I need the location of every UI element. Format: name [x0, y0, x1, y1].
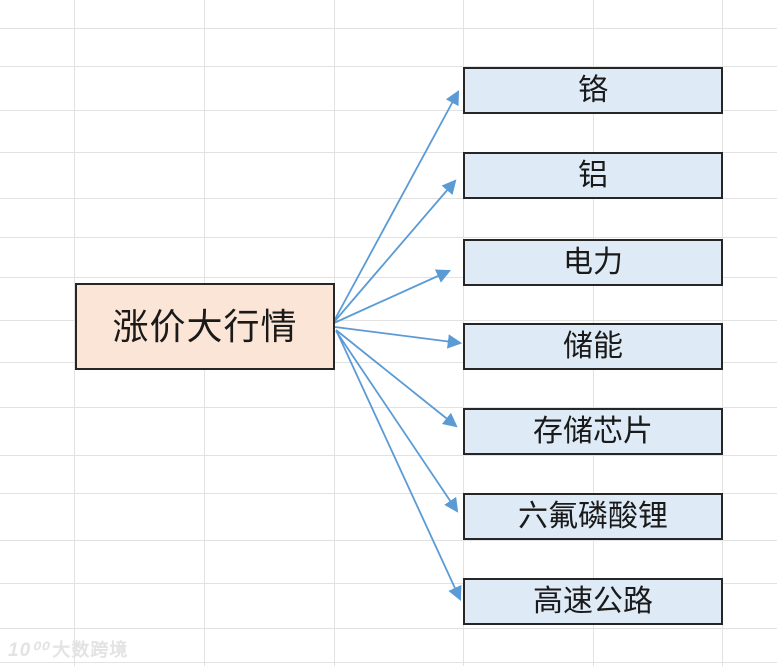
gridline	[0, 110, 777, 111]
diagram-node-lithium-hexafluorophosphate[interactable]: 六氟磷酸锂	[463, 493, 723, 540]
watermark-text: 大数跨境	[52, 640, 129, 660]
diagram-node-root[interactable]: 涨价大行情	[75, 283, 335, 370]
root-node-label: 涨价大行情	[112, 306, 298, 347]
gridline	[0, 152, 777, 153]
node-label: 铝	[578, 158, 608, 192]
gridline	[0, 277, 777, 278]
node-label: 铬	[578, 73, 608, 107]
gridline	[0, 237, 777, 238]
node-label: 储能	[563, 329, 623, 363]
arrow-connector-2	[333, 179, 457, 323]
arrow-connector-5	[335, 329, 458, 428]
node-label: 存储芯片	[533, 414, 653, 448]
gridline	[0, 662, 777, 663]
diagram-node-energy-storage[interactable]: 储能	[463, 323, 723, 370]
node-label: 六氟磷酸锂	[518, 499, 668, 533]
diagram-node-aluminum[interactable]: 铝	[463, 152, 723, 199]
gridline	[0, 540, 777, 541]
gridline	[0, 66, 777, 67]
gridline	[74, 0, 75, 666]
gridline	[0, 320, 777, 321]
diagram-node-expressway[interactable]: 高速公路	[463, 578, 723, 625]
arrow-connector-6	[335, 330, 459, 513]
node-label: 电力	[563, 245, 623, 279]
gridline	[0, 198, 777, 199]
arrow-connector-4	[334, 326, 463, 349]
watermark-logo-icon: 10⁰⁰	[8, 640, 49, 661]
node-label: 高速公路	[533, 584, 653, 618]
gridline	[0, 583, 777, 584]
diagram-node-memory-chips[interactable]: 存储芯片	[463, 408, 723, 455]
gridline	[0, 455, 777, 456]
gridline	[0, 28, 777, 29]
diagram-node-chromium[interactable]: 铬	[463, 67, 723, 114]
diagram-node-electric-power[interactable]: 电力	[463, 239, 723, 286]
gridline	[0, 628, 777, 629]
gridline	[0, 362, 777, 363]
arrow-connector-3	[333, 269, 451, 324]
arrow-connector-7	[336, 331, 462, 601]
gridline	[0, 493, 777, 494]
arrow-connector-1	[333, 90, 460, 322]
